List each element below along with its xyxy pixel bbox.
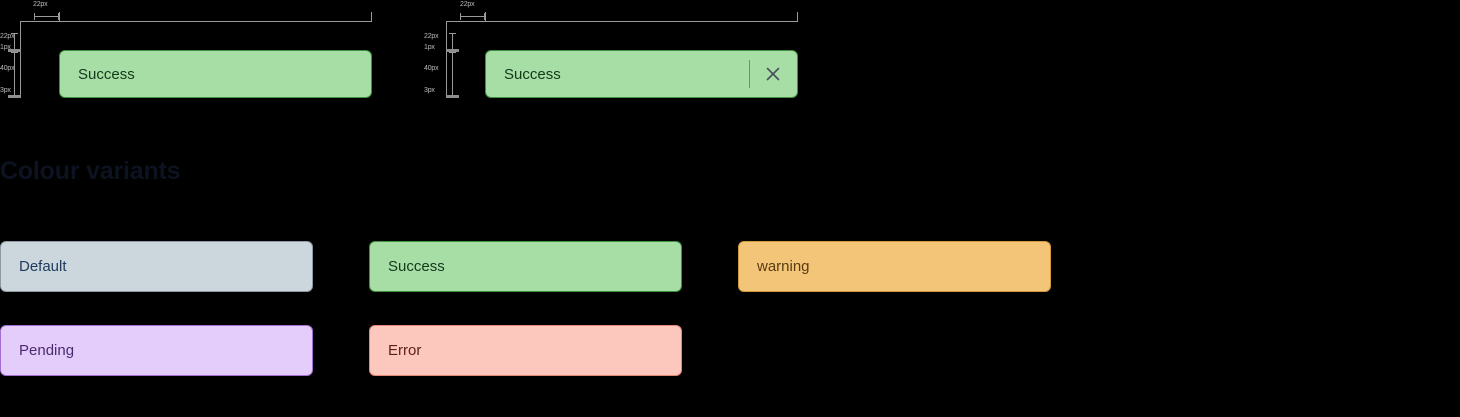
variant-chip-default[interactable]: Default [0,241,313,292]
vertical-measure-bracket-gap [11,33,18,50]
section-heading-colour-variants: Colour variants [0,157,181,185]
measure-label-v3: 40px [424,65,439,72]
alert-label: Success [78,65,135,83]
alert-label: Success [504,65,561,83]
guide-rail-left [20,21,21,98]
guide-rail-top [20,21,371,22]
measure-label-v3: 40px [0,65,15,72]
guide-rail-top [446,21,798,22]
guide-tick-left [485,12,486,22]
vertical-measure-bracket-height [11,52,18,96]
guide-tick-right [371,12,372,22]
measure-label-v2: 1px [0,44,11,51]
measure-rule-baseline [8,95,21,98]
measure-rule-border [8,49,21,52]
guide-rail-left [446,21,447,98]
close-divider [749,60,750,88]
measure-label-top-horizontal: 22px [33,1,48,8]
horizontal-measure-bracket [34,13,59,20]
variant-chip-success[interactable]: Success [369,241,682,292]
measure-label-top-horizontal: 22px [460,1,475,8]
variant-chip-error[interactable]: Error [369,325,682,376]
variant-label: Error [388,342,422,359]
close-icon [766,67,780,81]
measure-label-v1: 22px [424,33,439,40]
variant-chip-warning[interactable]: warning [738,241,1051,292]
alert-success[interactable]: Success [59,50,372,98]
variant-label: Pending [19,342,75,359]
measure-rule-border [446,49,459,52]
variant-label: Default [19,258,67,275]
vertical-measure-bracket-gap [449,33,456,50]
measure-label-v1: 22px [0,33,15,40]
vertical-measure-bracket-height [449,52,456,96]
horizontal-measure-bracket [460,13,485,20]
guide-tick-right [797,12,798,22]
measure-label-v2: 1px [424,44,435,51]
alert-close-button[interactable] [749,51,797,97]
measure-rule-baseline [446,95,459,98]
guide-tick-left [59,12,60,22]
measure-label-v4: 3px [0,87,11,94]
variant-label: Success [388,258,445,275]
variant-label: warning [757,258,810,275]
variant-chip-pending[interactable]: Pending [0,325,313,376]
alert-success-dismissible[interactable]: Success [485,50,798,98]
measure-label-v4: 3px [424,87,435,94]
